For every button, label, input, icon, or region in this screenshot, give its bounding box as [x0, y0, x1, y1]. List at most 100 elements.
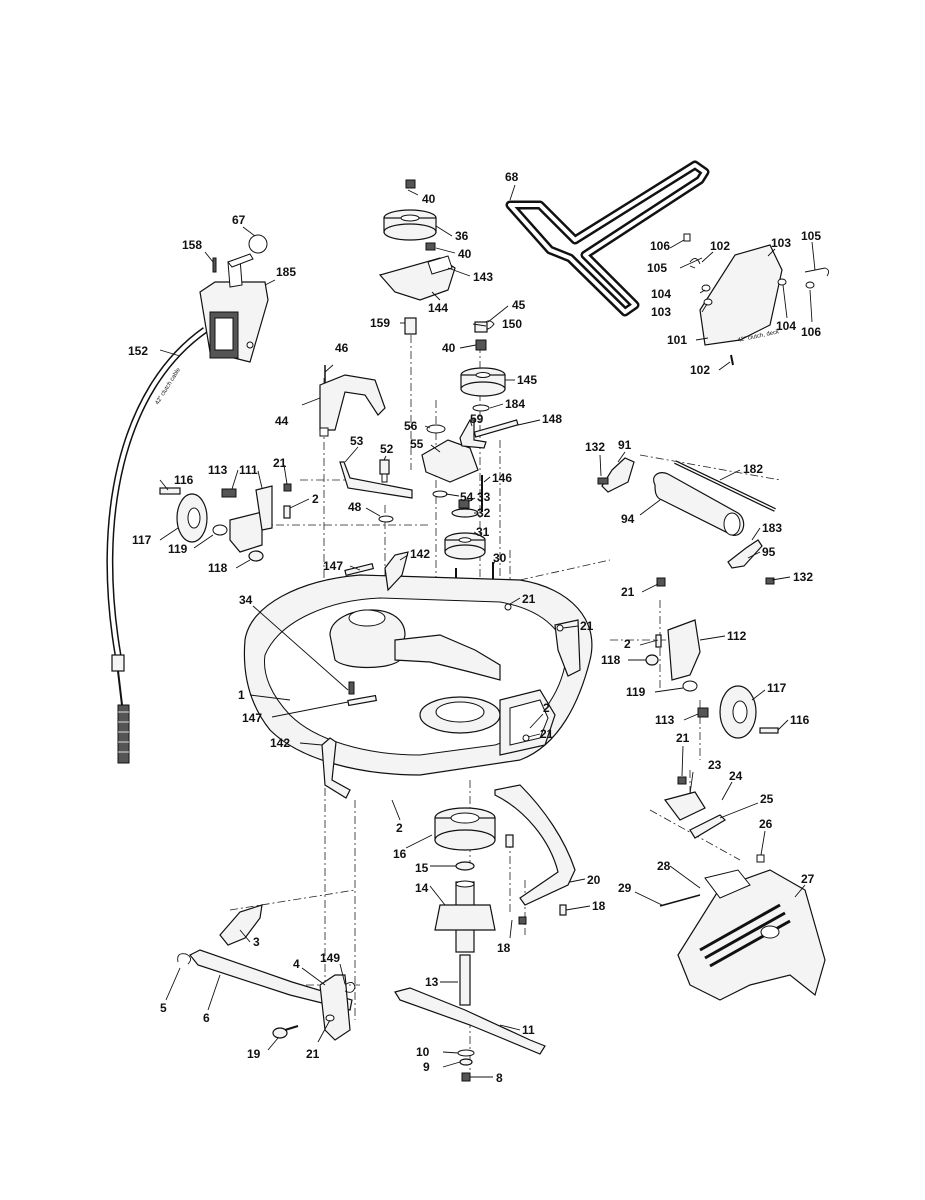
callout-21: 21 [621, 585, 635, 599]
callout-101: 101 [667, 333, 687, 347]
callout-104: 104 [651, 287, 671, 301]
callout-55: 55 [410, 437, 424, 451]
callout-8: 8 [496, 1071, 503, 1085]
callout-26: 26 [759, 817, 773, 831]
callout-40: 40 [442, 341, 456, 355]
callout-117: 117 [132, 533, 152, 547]
callout-119: 119 [626, 685, 646, 699]
callout-18: 18 [592, 899, 606, 913]
callout-21: 21 [580, 619, 594, 633]
belt-68 [505, 160, 710, 317]
callout-36: 36 [455, 229, 469, 243]
callout-2: 2 [312, 492, 319, 506]
callout-33: 33 [477, 490, 491, 504]
callout-68: 68 [505, 170, 519, 184]
callout-94: 94 [621, 512, 635, 526]
callout-106: 106 [650, 239, 670, 253]
callout-117: 117 [767, 681, 787, 695]
callout-21: 21 [540, 727, 554, 741]
callout-29: 29 [618, 881, 632, 895]
callout-11: 11 [522, 1023, 535, 1037]
callout-67: 67 [232, 213, 246, 227]
callout-23: 23 [708, 758, 722, 772]
callout-102: 102 [690, 363, 710, 377]
idler-pulley-assembly-mid [460, 320, 506, 412]
clutch-cable-152: 42" clutch cable [106, 327, 208, 764]
callout-150: 150 [502, 317, 522, 331]
deck-hanger-142 [321, 737, 351, 799]
callout-52: 52 [380, 442, 394, 456]
callout-2: 2 [543, 701, 550, 715]
belt-cover-44 [319, 365, 386, 437]
callout-27: 27 [801, 872, 815, 886]
callout-105: 105 [647, 261, 667, 275]
callout-30: 30 [493, 551, 507, 565]
callout-159: 159 [370, 316, 390, 330]
callout-158: 158 [182, 238, 202, 252]
callout-labels: 40 36 40 143 144 159 45 150 40 145 184 6… [128, 170, 821, 1085]
callout-4: 4 [293, 957, 300, 971]
belt-guard-101: 42" clutch, deck [679, 233, 830, 366]
callout-152: 152 [128, 344, 148, 358]
callout-21: 21 [522, 592, 536, 606]
callout-149: 149 [320, 951, 340, 965]
callout-21: 21 [306, 1047, 320, 1061]
callout-147: 147 [323, 559, 343, 573]
callout-183: 183 [762, 521, 782, 535]
callout-95: 95 [762, 545, 776, 559]
discharge-chute-27 [659, 776, 826, 1001]
callout-119: 119 [168, 542, 188, 556]
callout-3: 3 [253, 935, 260, 949]
callout-146: 146 [492, 471, 512, 485]
callout-144: 144 [428, 301, 448, 315]
callout-91: 91 [618, 438, 632, 452]
mower-deck-1 [243, 551, 593, 776]
callout-40: 40 [458, 247, 472, 261]
callout-111: 111 [239, 463, 258, 477]
baffle-20 [494, 784, 576, 925]
callout-46: 46 [335, 341, 349, 355]
callout-113: 113 [208, 463, 228, 477]
callout-21: 21 [273, 456, 287, 470]
leader-lines [159, 184, 816, 1078]
callout-59: 59 [470, 412, 484, 426]
callout-103: 103 [651, 305, 671, 319]
callout-103: 103 [771, 236, 791, 250]
callout-116: 116 [174, 473, 194, 487]
callout-184: 184 [505, 397, 525, 411]
callout-106: 106 [801, 325, 821, 339]
callout-132: 132 [585, 440, 605, 454]
gauge-wheel-left [159, 483, 292, 562]
callout-10: 10 [416, 1045, 430, 1059]
callout-132: 132 [793, 570, 813, 584]
callout-185: 185 [276, 265, 296, 279]
callout-2: 2 [396, 821, 403, 835]
callout-182: 182 [743, 462, 763, 476]
callout-21: 21 [676, 731, 690, 745]
callout-31: 31 [476, 525, 490, 539]
callout-102: 102 [710, 239, 730, 253]
callout-32: 32 [477, 506, 491, 520]
callout-24: 24 [729, 769, 743, 783]
callout-105: 105 [801, 229, 821, 243]
callout-54: 54 [460, 490, 474, 504]
callout-14: 14 [415, 881, 429, 895]
callout-118: 118 [208, 561, 228, 575]
callout-48: 48 [348, 500, 362, 514]
callout-44: 44 [275, 414, 289, 428]
callout-147: 147 [242, 711, 262, 725]
callout-40: 40 [422, 192, 436, 206]
callout-6: 6 [203, 1011, 210, 1025]
callout-5: 5 [160, 1001, 167, 1015]
callout-53: 53 [350, 434, 364, 448]
callout-118: 118 [601, 653, 621, 667]
callout-113: 113 [655, 713, 675, 727]
callout-18: 18 [497, 941, 511, 955]
callout-148: 148 [542, 412, 562, 426]
callout-142: 142 [270, 736, 290, 750]
callout-9: 9 [423, 1060, 430, 1074]
deck-lift-linkage [177, 904, 356, 1041]
callout-45: 45 [512, 298, 526, 312]
callout-142: 142 [410, 547, 430, 561]
